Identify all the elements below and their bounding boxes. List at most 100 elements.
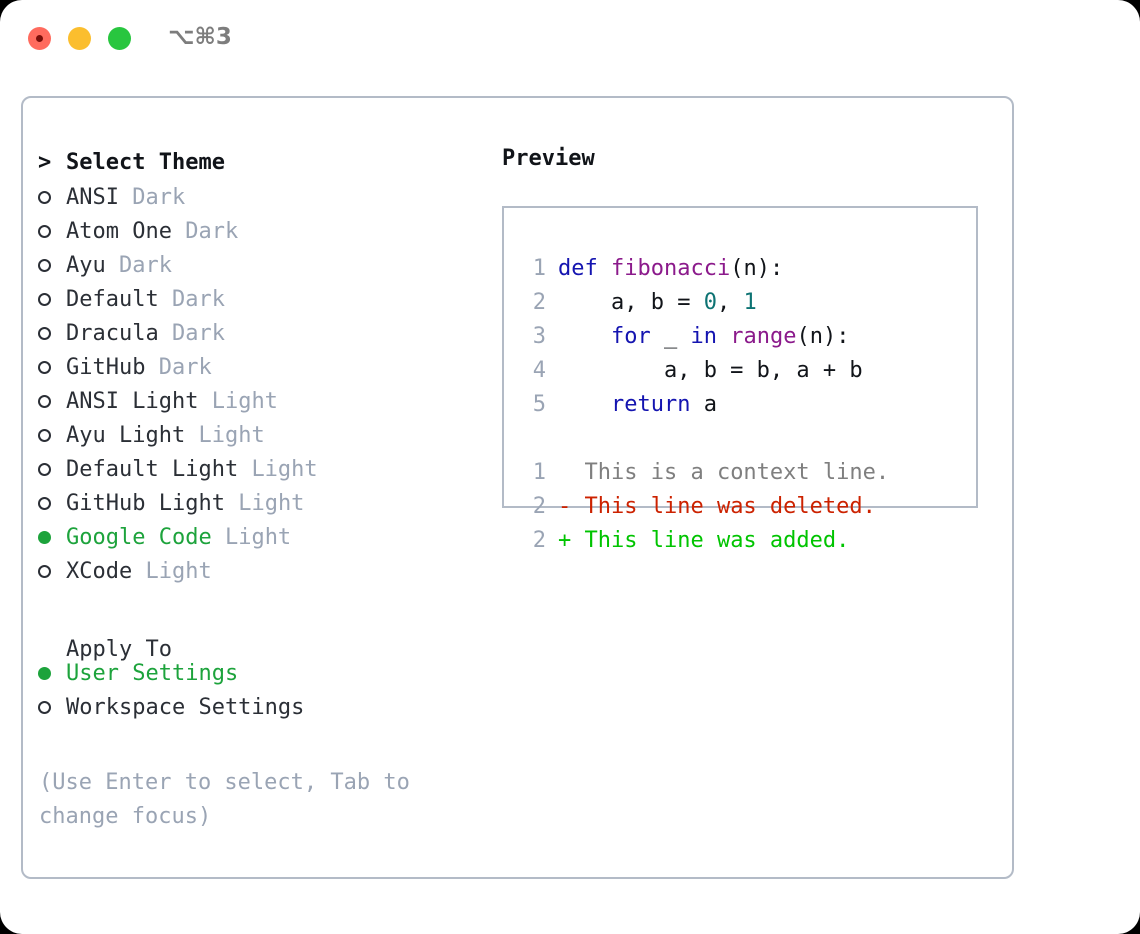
code-token: a, b = (558, 290, 704, 315)
theme-list-item[interactable]: Dracula Dark (38, 316, 488, 350)
radio-unselected-icon[interactable] (38, 384, 66, 418)
radio-unselected-icon[interactable] (38, 350, 66, 384)
radio-dot (38, 462, 51, 476)
code-token: for (610, 324, 651, 349)
theme-name: XCode (66, 558, 133, 584)
theme-list-item[interactable]: Ayu Dark (38, 248, 488, 282)
theme-list-item[interactable]: Default Dark (38, 282, 488, 316)
radio-dot (38, 530, 51, 544)
theme-variant: Dark (171, 286, 225, 312)
apply-to-label: Apply To (66, 637, 172, 662)
radio-dot (38, 224, 51, 238)
diff-line: 1 This is a context line. (520, 456, 889, 490)
radio-unselected-icon[interactable] (38, 248, 66, 282)
radio-dot (38, 666, 51, 680)
theme-name: Default Light (66, 456, 239, 482)
code-token: , (716, 290, 744, 315)
radio-unselected-icon[interactable] (38, 282, 66, 316)
radio-selected-icon[interactable] (38, 520, 66, 554)
diff-sign: - (558, 494, 572, 519)
diff-line: 2 + This line was added. (520, 524, 889, 558)
code-token (558, 320, 611, 354)
radio-unselected-icon[interactable] (38, 418, 66, 452)
radio-dot (38, 496, 51, 510)
theme-variant: Light (145, 558, 212, 584)
minimize-button[interactable] (68, 27, 91, 50)
radio-unselected-icon[interactable] (38, 486, 66, 520)
line-number: 2 (532, 290, 546, 315)
code-blank-line (520, 422, 889, 456)
code-token: def (558, 256, 611, 281)
diff-text: This line was added. (571, 528, 850, 553)
preview-title: Preview (502, 146, 595, 171)
theme-list-item[interactable]: Ayu Light Light (38, 418, 488, 452)
maximize-button[interactable] (108, 27, 131, 50)
apply-to-item[interactable]: User Settings (38, 656, 488, 690)
spacer (159, 321, 172, 346)
theme-name: Ayu (66, 252, 106, 278)
theme-list-item[interactable]: Atom One Dark (38, 214, 488, 248)
spacer (185, 423, 198, 448)
code-token: fibonacci (610, 256, 731, 281)
line-number: 1 (532, 256, 546, 281)
theme-list-item[interactable]: Google Code Light (38, 520, 488, 554)
code-token: (n): (730, 256, 784, 281)
radio-unselected-icon[interactable] (38, 214, 66, 248)
code-token: in (690, 324, 717, 349)
theme-name: Default (66, 286, 159, 312)
radio-unselected-icon[interactable] (38, 316, 66, 350)
code-token: a, b = b, a + b (558, 358, 863, 383)
diff-sign: + (558, 528, 572, 553)
radio-dot (38, 326, 51, 340)
code-line: 4 a, b = b, a + b (520, 354, 889, 388)
theme-list-item[interactable]: XCode Light (38, 554, 488, 588)
code-token (717, 320, 730, 354)
theme-variant: Light (238, 490, 305, 516)
radio-unselected-icon[interactable] (38, 690, 66, 724)
theme-list-item[interactable]: GitHub Light Light (38, 486, 488, 520)
keyboard-hint: (Use Enter to select, Tab to change focu… (39, 770, 424, 829)
line-number: 1 (532, 460, 546, 485)
radio-unselected-icon[interactable] (38, 180, 66, 214)
code-token: a (690, 392, 717, 417)
spacer (119, 185, 132, 210)
code-line: 2 a, b = 0, 1 (520, 286, 889, 320)
spacer (198, 389, 211, 414)
spacer (159, 287, 172, 312)
code-line: 3 for _ in range(n): (520, 320, 889, 354)
window-title: ⌥⌘3 (168, 24, 232, 50)
spacer (225, 491, 238, 516)
line-number: 2 (532, 528, 546, 553)
theme-variant: Dark (171, 320, 225, 346)
diff-text: This is a context line. (571, 460, 890, 485)
diff-line: 2- This line was deleted. (520, 490, 889, 524)
theme-list-item[interactable]: ANSI Light Light (38, 384, 488, 418)
theme-list-item[interactable]: Default Light Light (38, 452, 488, 486)
theme-variant: Dark (119, 252, 172, 278)
theme-name: GitHub Light (66, 490, 225, 516)
code-token: range (730, 324, 797, 349)
theme-list-item[interactable]: ANSI Dark (38, 180, 488, 214)
diff-sign (558, 456, 571, 490)
close-button[interactable] (28, 27, 51, 50)
apply-to-name: Workspace Settings (66, 694, 305, 720)
line-number: 5 (532, 392, 546, 417)
apply-to-item[interactable]: Workspace Settings (38, 690, 488, 724)
radio-unselected-icon[interactable] (38, 554, 66, 588)
caret-icon: > (38, 150, 52, 175)
theme-list-item[interactable]: GitHub Dark (38, 350, 488, 384)
theme-variant: Light (211, 388, 278, 414)
radio-selected-icon[interactable] (38, 656, 66, 690)
radio-dot (38, 292, 51, 306)
line-number: 4 (532, 358, 546, 383)
theme-variant: Dark (185, 218, 239, 244)
spacer (172, 219, 185, 244)
diff-text: This line was deleted. (571, 494, 876, 519)
radio-unselected-icon[interactable] (38, 452, 66, 486)
